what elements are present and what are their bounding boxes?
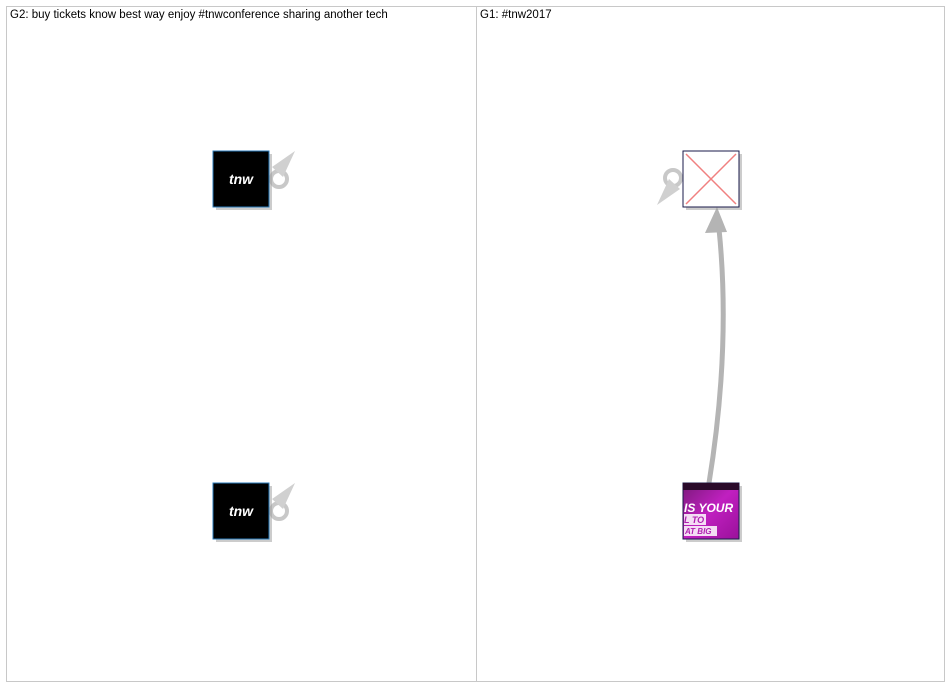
graph-canvas: IS YOUR L TO AT BIG <box>657 150 742 542</box>
graph-node-tnw[interactable]: tnw <box>212 150 272 210</box>
panel-title: G2: buy tickets know best way enjoy #tnw… <box>10 9 388 21</box>
graph-node-broken-image[interactable] <box>682 150 742 210</box>
graph-canvas: tnw tnw <box>212 150 295 542</box>
graph-node-tnw[interactable]: tnw <box>212 482 272 542</box>
group-panel-g1: G1: #tnw2017 <box>476 6 945 682</box>
tnw-logo-text: tnw <box>229 171 254 187</box>
banner-text-line-2: L TO <box>684 515 704 525</box>
panel-title: G1: #tnw2017 <box>480 9 552 21</box>
graph-node-banner-image[interactable]: IS YOUR L TO AT BIG <box>682 482 742 542</box>
self-loop-edge <box>269 483 295 521</box>
banner-text-line-3: AT BIG <box>684 527 712 536</box>
banner-text-line-1: IS YOUR <box>684 501 733 515</box>
directed-edge <box>705 207 727 484</box>
group-panel-g2: G2: buy tickets know best way enjoy #tnw… <box>6 6 477 682</box>
self-loop-edge <box>657 168 683 205</box>
tnw-logo-text: tnw <box>229 503 254 519</box>
self-loop-edge <box>269 151 295 189</box>
